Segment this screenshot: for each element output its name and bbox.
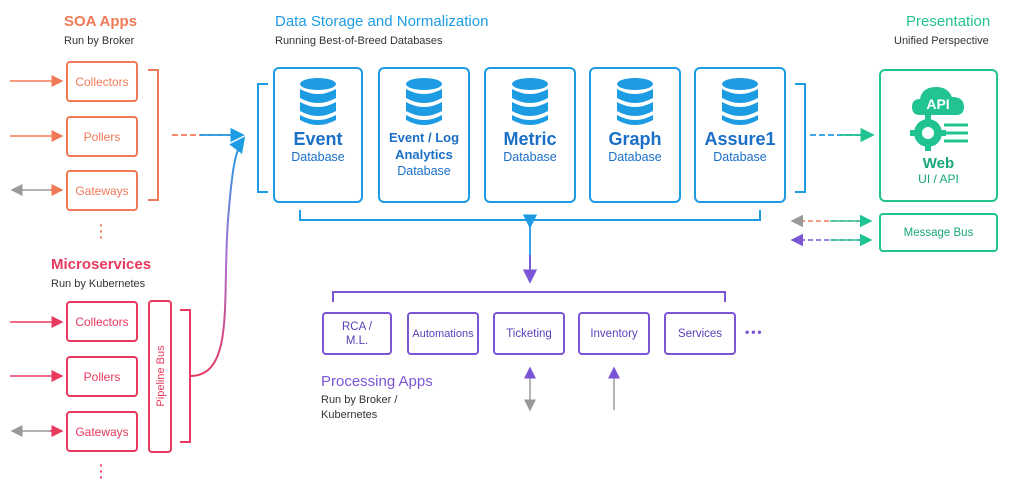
rca-ml-line1: RCA / — [341, 320, 373, 333]
event-log-database-name-line1: Event / Log — [388, 130, 460, 145]
event-database-type: Database — [291, 150, 345, 164]
ms-collectors-box: Collectors — [66, 301, 138, 342]
web-ui-api-card: API Web UI / API — [879, 69, 998, 202]
database-icon — [617, 78, 653, 125]
microservices-subtitle: Run by Kubernetes — [51, 278, 146, 290]
storage-title: Data Storage and Normalization — [275, 13, 489, 30]
pipeline-bus-label: Pipeline Bus — [155, 345, 167, 407]
database-icon — [722, 78, 758, 125]
assure1-database-type: Database — [713, 150, 767, 164]
presentation-subtitle: Unified Perspective — [894, 35, 989, 47]
ticketing-box: Ticketing — [493, 312, 565, 355]
graph-database-card: Graph Database — [589, 67, 681, 203]
ms-pollers-box: Pollers — [66, 356, 138, 397]
automations-box: Automations — [407, 312, 479, 355]
processing-more-dots: ••• — [745, 325, 764, 339]
soa-apps-subtitle: Run by Broker — [64, 35, 135, 47]
soa-collectors-box: Collectors — [66, 61, 138, 102]
soa-pollers-box: Pollers — [66, 116, 138, 157]
event-log-analytics-database-card: Event / Log Analytics Database — [378, 67, 470, 203]
soa-more-dots: ··· — [99, 217, 104, 245]
storage-subtitle: Running Best-of-Breed Databases — [275, 35, 443, 47]
ms-gateways-box: Gateways — [66, 411, 138, 452]
microservices-title: Microservices — [51, 256, 152, 273]
graph-database-type: Database — [608, 150, 662, 164]
database-icon — [512, 78, 548, 125]
graph-database-name: Graph — [608, 129, 662, 149]
processing-apps-subtitle-line1: Run by Broker / — [321, 394, 398, 406]
ms-more-dots: ··· — [99, 457, 104, 485]
database-icon — [406, 78, 442, 125]
processing-apps-title: Processing Apps — [321, 373, 433, 390]
services-box: Services — [664, 312, 736, 355]
assure1-database-name: Assure1 — [704, 129, 776, 149]
metric-database-type: Database — [503, 150, 557, 164]
web-card-name: Web — [922, 155, 955, 172]
processing-apps-subtitle-line2: Kubernetes — [321, 409, 378, 421]
event-database-name: Event — [293, 129, 343, 149]
pipeline-bus-box: Pipeline Bus — [148, 300, 172, 453]
event-log-database-name-line2: Analytics — [395, 147, 453, 162]
api-badge-text: API — [926, 96, 949, 112]
database-icon — [300, 78, 336, 125]
message-bus-box: Message Bus — [879, 213, 998, 252]
event-database-card: Event Database — [273, 67, 363, 203]
rca-ml-box: RCA / M.L. — [322, 312, 392, 355]
inventory-box: Inventory — [578, 312, 650, 355]
assure1-database-card: Assure1 Database — [694, 67, 786, 203]
metric-database-name: Metric — [503, 129, 557, 149]
presentation-title: Presentation — [906, 13, 991, 30]
api-gear-icon: API — [909, 87, 968, 151]
rca-ml-line2: M.L. — [345, 334, 369, 347]
soa-gateways-box: Gateways — [66, 170, 138, 211]
event-log-database-type: Database — [397, 164, 451, 178]
metric-database-card: Metric Database — [484, 67, 576, 203]
web-card-type: UI / API — [918, 172, 959, 186]
soa-apps-title: SOA Apps — [64, 13, 138, 30]
